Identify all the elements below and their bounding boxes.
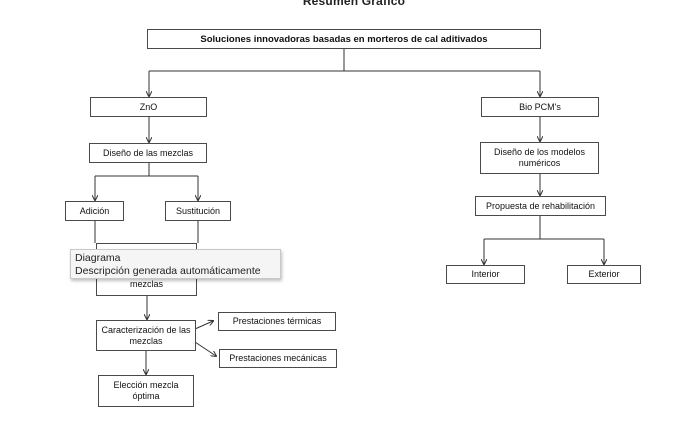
diagram-title-cut: Resumen Gráfico: [302, 0, 406, 8]
node-sustitucion: Sustitución: [165, 201, 231, 221]
node-diseno-modelos: Diseño de los modelos numéricos: [480, 142, 599, 174]
tooltip-line-1: Diagrama: [75, 252, 121, 264]
node-adicion: Adición: [65, 201, 124, 221]
node-caracterizacion: Caracterización de las mezclas: [96, 320, 196, 351]
node-propuesta-rehabilitacion: Propuesta de rehabilitación: [475, 196, 606, 216]
node-eleccion-mezcla: Elección mezcla óptima: [98, 375, 194, 407]
alt-text-tooltip: Diagrama Descripción generada automática…: [70, 249, 281, 279]
tooltip-line-2: Descripción generada automáticamente: [75, 264, 261, 277]
node-prestaciones-termicas: Prestaciones térmicas: [218, 312, 336, 331]
node-fabricacion-label: mezclas: [129, 279, 163, 289]
node-prestaciones-mecanicas: Prestaciones mecánicas: [219, 349, 337, 368]
node-zno: ZnO: [90, 97, 207, 117]
node-diseno-mezclas: Diseño de las mezclas: [89, 143, 207, 163]
node-interior: Interior: [446, 265, 525, 284]
node-exterior: Exterior: [567, 265, 641, 284]
node-root: Soluciones innovadoras basadas en morter…: [147, 29, 541, 49]
node-bio-pcms: Bio PCM's: [481, 97, 599, 117]
